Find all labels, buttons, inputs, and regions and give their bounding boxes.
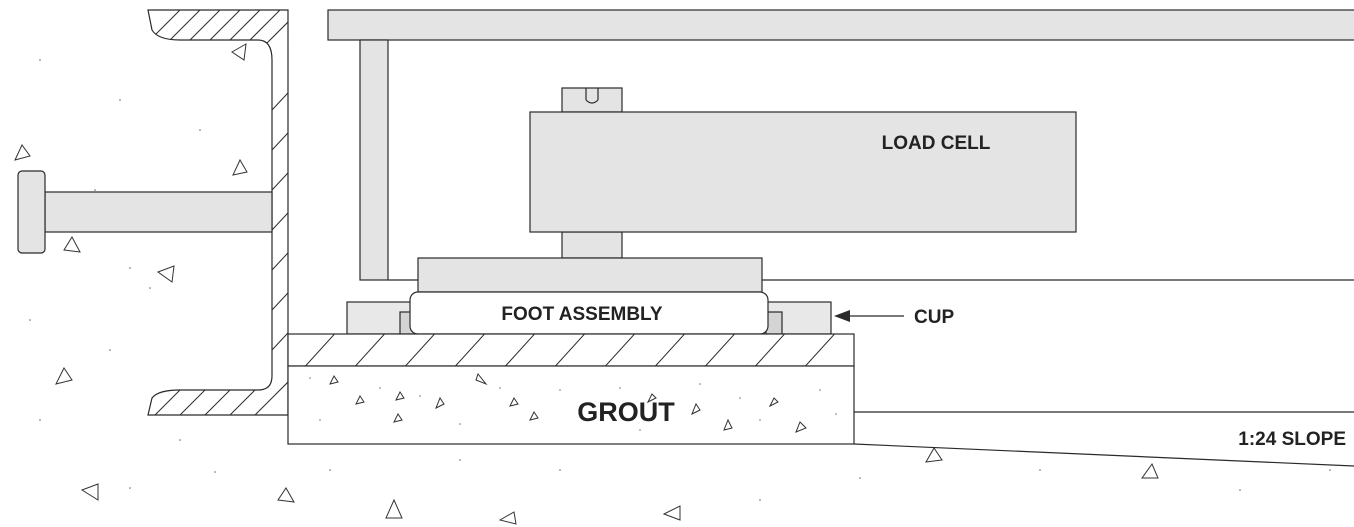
cup-label: CUP bbox=[914, 307, 954, 328]
slope-label: 1:24 SLOPE bbox=[1238, 429, 1346, 450]
base-plate bbox=[287, 333, 855, 367]
pit-floor: 1:24 SLOPE bbox=[853, 411, 1354, 467]
foot-assembly: FOOT ASSEMBLY bbox=[346, 257, 832, 335]
concrete-wall bbox=[14, 43, 1331, 525]
load-cell-label: LOAD CELL bbox=[882, 133, 991, 154]
anchor-stud bbox=[17, 170, 273, 254]
load-cell: LOAD CELL bbox=[529, 87, 1077, 259]
cup-callout: CUP bbox=[834, 307, 954, 328]
grout-block: GROUT bbox=[287, 365, 855, 445]
grout-label: GROUT bbox=[577, 397, 675, 427]
foot-assembly-label: FOOT ASSEMBLY bbox=[501, 304, 662, 325]
